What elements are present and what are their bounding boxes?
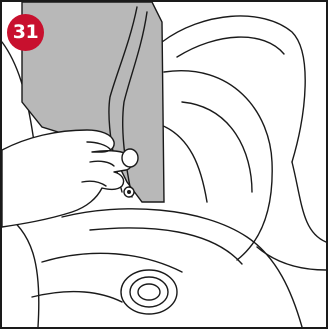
seat-lower-curve: [42, 253, 182, 272]
seat-base-line: [62, 209, 302, 327]
step-number-badge: 31: [7, 14, 44, 51]
seat-left-contour: [2, 212, 39, 327]
car-seat-illustration: [2, 2, 326, 327]
seat-right-lower: [257, 247, 326, 270]
seat-wing-inner: [182, 102, 252, 192]
seat-bottom-line: [32, 292, 122, 302]
adjuster-ring-icon: [121, 270, 177, 314]
step-number-text: 31: [13, 21, 38, 43]
headrest-inner-line: [177, 37, 284, 57]
seat-base-inner: [90, 228, 242, 264]
seat-right-edge: [292, 162, 326, 242]
